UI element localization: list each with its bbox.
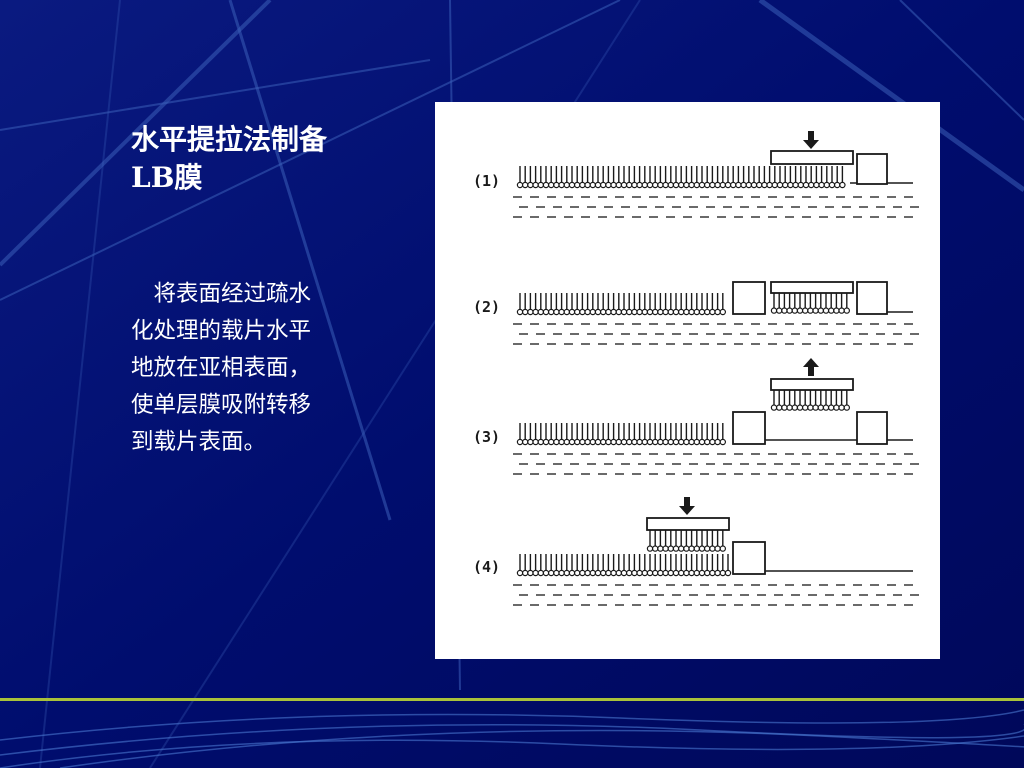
step-label: (1) xyxy=(473,172,500,190)
step-label: (4) xyxy=(473,558,500,576)
lb-film-diagram: (1) (2) (3) (4) xyxy=(435,102,940,659)
footer-wave-lines xyxy=(0,709,1024,768)
step-label: (2) xyxy=(473,298,500,316)
substrate-slide xyxy=(770,281,854,294)
substrate-slide xyxy=(770,378,854,391)
down-arrow-icon xyxy=(679,497,695,515)
substrate-slide xyxy=(646,517,730,531)
barrier-block xyxy=(856,153,888,185)
description-line-2: 化处理的载片水平 xyxy=(131,318,312,344)
title-line-1: 水平提拉法制备 xyxy=(131,123,328,156)
description-line-5: 到载片表面。 xyxy=(131,429,267,455)
up-arrow-icon xyxy=(803,358,819,376)
description-text: 将表面经过疏水 化处理的载片水平 地放在亚相表面， 使单层膜吸附转移 到载片表面… xyxy=(131,276,371,461)
substrate-slide xyxy=(770,150,854,165)
title-line-2: LB膜 xyxy=(131,161,203,194)
slide-title: 水平提拉法制备 LB膜 xyxy=(131,121,391,197)
barrier-block xyxy=(856,281,888,315)
footer-accent-line xyxy=(0,698,1024,701)
description-line-3: 地放在亚相表面， xyxy=(131,355,312,381)
description-line-4: 使单层膜吸附转移 xyxy=(131,392,312,418)
step-3: (3) xyxy=(473,358,919,475)
barrier-block xyxy=(732,541,766,575)
barrier-block xyxy=(732,281,766,315)
step-label: (3) xyxy=(473,428,500,446)
step-2: (2) xyxy=(473,281,919,345)
step-4: (4) xyxy=(473,497,919,606)
barrier-block xyxy=(732,411,766,445)
step-1: (1) xyxy=(473,131,919,218)
down-arrow-icon xyxy=(803,131,819,149)
description-line-1: 将表面经过疏水 xyxy=(131,281,312,307)
barrier-block xyxy=(856,411,888,445)
